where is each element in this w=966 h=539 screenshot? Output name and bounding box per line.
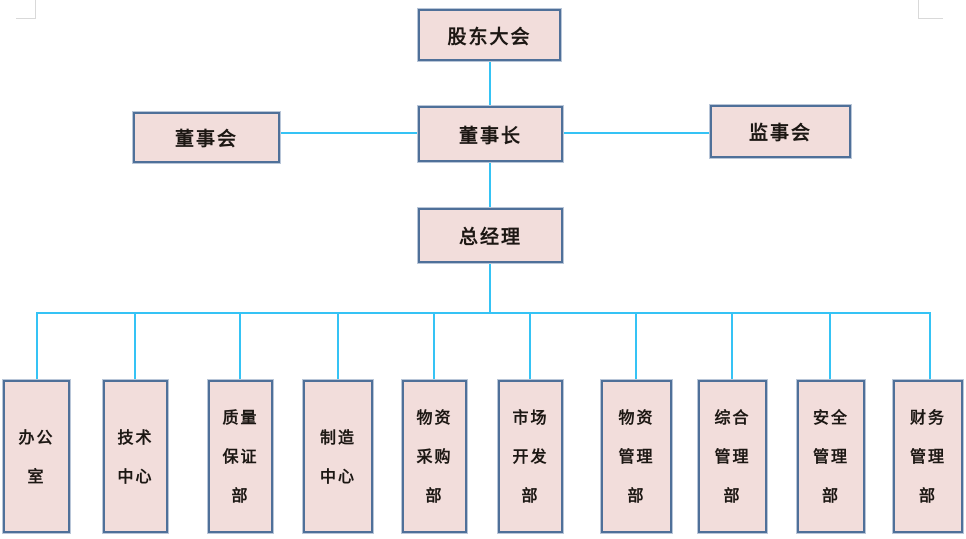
connector-chairman-to-gm — [489, 162, 491, 208]
org-node-general-manager: 总经理 — [418, 208, 563, 263]
connector-drop-technology-center — [134, 313, 136, 381]
connector-board-to-chairman — [280, 132, 418, 134]
connector-department-bus — [36, 312, 931, 314]
connector-drop-materials-procurement — [433, 313, 435, 381]
connector-drop-safety-management — [829, 313, 831, 381]
page-corner-mark-right — [918, 0, 943, 19]
org-node-board-of-directors: 董事会 — [133, 112, 280, 163]
org-node-supervisory-board: 监事会 — [710, 105, 851, 158]
org-node-chairman: 董事长 — [418, 106, 563, 162]
connector-shareholders-to-chairman — [489, 61, 491, 107]
org-node-dept-market-development: 市场 开发 部 — [498, 380, 563, 533]
connector-drop-materials-management — [635, 313, 637, 381]
connector-drop-market-development — [529, 313, 531, 381]
connector-drop-manufacturing-center — [337, 313, 339, 381]
connector-drop-office — [36, 313, 38, 381]
org-node-dept-safety-management: 安全 管理 部 — [797, 380, 865, 533]
connector-drop-financial-management — [929, 313, 931, 381]
org-node-dept-materials-procurement: 物资 采购 部 — [402, 380, 467, 533]
org-node-dept-technology-center: 技术 中心 — [103, 380, 168, 533]
page-corner-mark-left — [16, 0, 36, 19]
connector-gm-to-bus — [489, 263, 491, 313]
org-node-dept-office: 办公 室 — [3, 380, 70, 533]
connector-drop-general-management — [731, 313, 733, 381]
connector-chairman-to-supervisory — [563, 132, 710, 134]
connector-drop-quality-assurance — [239, 313, 241, 381]
org-node-dept-quality-assurance: 质量 保证 部 — [208, 380, 273, 533]
org-node-dept-materials-management: 物资 管理 部 — [601, 380, 672, 533]
org-node-dept-financial-management: 财务 管理 部 — [893, 380, 963, 533]
org-node-dept-manufacturing-center: 制造 中心 — [303, 380, 373, 533]
org-node-shareholders-meeting: 股东大会 — [418, 9, 561, 61]
org-node-dept-general-management: 综合 管理 部 — [698, 380, 767, 533]
